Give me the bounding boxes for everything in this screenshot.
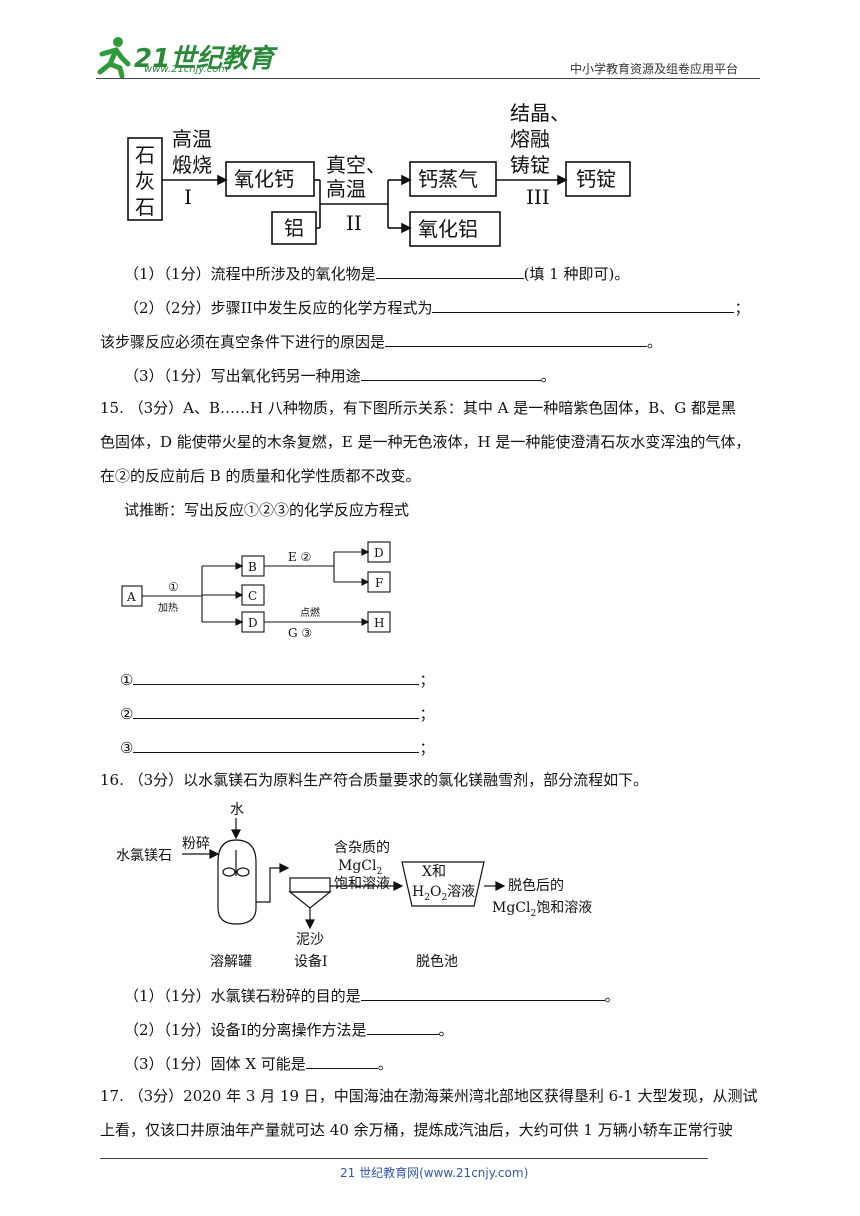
q14-part2: （2）（2分）步骤II中发生反应的化学方程式为；: [124, 296, 749, 318]
output-label-2: MgCl2饱和溶液: [492, 900, 592, 919]
step2-mid-label: 高温: [326, 177, 366, 201]
tank-label: 溶解罐: [210, 954, 252, 970]
q15-blank-2[interactable]: [133, 702, 420, 719]
logo-main-text: 21世纪教育: [134, 44, 275, 74]
q14-part3: （3）（1分）写出氧化钙另一种用途。: [124, 364, 556, 386]
crush-label: 粉碎: [182, 836, 210, 852]
node-b: B: [248, 560, 257, 574]
water-label: 水: [230, 802, 244, 818]
ca-ingot-label: 钙锭: [576, 167, 616, 191]
step2-top-label: 真空、: [326, 153, 386, 177]
q15-answer-1: ①；: [120, 668, 434, 690]
q14-blank-2[interactable]: [432, 296, 735, 313]
q16-part2: （2）（1分）设备I的分离操作方法是。: [124, 1018, 454, 1040]
q17-line1: 17. （3分）2020 年 3 月 19 日，中国海油在渤海莱州湾北部地区获得…: [100, 1087, 758, 1105]
q16-blank-3[interactable]: [305, 1052, 378, 1069]
limestone-char-3: 石: [135, 195, 155, 219]
limestone-char-2: 灰: [135, 169, 155, 193]
process-diagram-q16: 水 水氯镁石 粉碎 含杂质的 MgCl2 饱和溶液 X和 H2O2溶液 脱色后的…: [116, 802, 592, 970]
node-d-left: D: [248, 616, 258, 630]
step3-top-label: 结晶、: [510, 101, 570, 125]
q16-line1: 16. （3分）以水氯镁石为原料生产符合质量要求的氯化镁融雪剂，部分流程如下。: [100, 771, 649, 789]
limestone-box: [127, 137, 163, 221]
logo-runner-icon: [97, 37, 131, 78]
reaction-3-label: G ③: [288, 626, 312, 640]
node-d-right: D: [374, 546, 384, 560]
q15-answer-3: ③；: [120, 736, 434, 758]
q15-line1: 15. （3分）A、B……H 八种物质，有下图所示关系：其中 A 是一种暗紫色固…: [100, 399, 737, 417]
mineral-label: 水氯镁石: [116, 848, 172, 864]
footer-divider: [100, 1158, 708, 1159]
ignite-label: 点燃: [300, 606, 320, 619]
al2o3-label: 氧化铝: [418, 217, 478, 241]
step3-num-label: III: [526, 185, 550, 209]
q16-part1: （1）（1分）水氯镁石粉碎的目的是。: [124, 984, 620, 1006]
q14-part2b: 该步骤反应必须在真空条件下进行的原因是。: [100, 330, 662, 352]
header-right-text: 中小学教育资源及组卷应用平台: [570, 62, 739, 76]
q15-answer-2: ②；: [120, 702, 434, 724]
footer-link[interactable]: 21 世纪教育网(www.21cnjy.com): [340, 1166, 529, 1180]
q16-blank-2[interactable]: [366, 1018, 439, 1035]
node-a: A: [126, 590, 136, 604]
q14-part1: （1）（1分）流程中所涉及的氧化物是(填 1 种即可)。: [124, 262, 629, 284]
q14-blank-3[interactable]: [385, 330, 648, 347]
device-label: 设备I: [294, 953, 328, 970]
logo-url-text: www.21cnjy.com: [144, 64, 229, 75]
al-label: 铝: [284, 216, 304, 240]
q15-line4: 试推断：写出反应①②③的化学反应方程式: [124, 501, 410, 519]
impure-label-1: 含杂质的: [334, 840, 390, 856]
flow-diagram-q14: 石 灰 石 高温 煅烧 I 氧化钙 铝 真空、 高温 II 钙蒸气 氧化铝 结晶…: [127, 101, 631, 247]
pool-label: 脱色池: [416, 953, 458, 970]
impure-label-3: 饱和溶液: [334, 876, 390, 892]
q15-blank-3[interactable]: [133, 736, 420, 753]
q14-blank-1[interactable]: [375, 262, 524, 279]
output-label-1: 脱色后的: [508, 877, 564, 894]
step3-low-label: 铸锭: [510, 153, 550, 177]
h2o2-label: H2O2溶液: [412, 884, 475, 903]
reaction-2-label: E ②: [288, 550, 311, 564]
node-c: C: [248, 589, 257, 603]
step3-mid-label: 熔融: [510, 127, 550, 151]
step1-num-label: I: [184, 185, 192, 209]
limestone-char-1: 石: [135, 143, 155, 167]
step1-top-label: 高温: [172, 127, 212, 151]
q14-blank-4[interactable]: [360, 364, 541, 381]
step2-num-label: II: [346, 211, 362, 235]
q16-part3: （3）（1分）固体 X 可能是。: [124, 1052, 393, 1074]
header-divider: [96, 78, 760, 79]
q17-line2: 上看，仅该口井原油年产量就可达 40 余万桶，提炼成汽油后，大约可供 1 万辆小…: [100, 1121, 733, 1139]
step1-mid-label: 煅烧: [172, 153, 212, 177]
reaction-diagram-q15: A B C D D F H ① 加热 E ② 点燃 G ③: [121, 541, 391, 640]
q15-line3: 在②的反应前后 B 的质量和化学性质都不改变。: [100, 467, 421, 485]
node-f: F: [375, 576, 383, 590]
cao-label: 氧化钙: [234, 167, 294, 191]
q16-blank-1[interactable]: [360, 984, 605, 1001]
ca-vapor-label: 钙蒸气: [418, 167, 478, 191]
heat-label: 加热: [158, 601, 178, 614]
q15-line2: 色固体，D 能使带火星的木条复燃，E 是一种无色液体，H 是一种能使澄清石灰水变…: [100, 433, 751, 451]
node-h: H: [374, 616, 384, 630]
x-and-label: X和: [422, 864, 446, 880]
mud-label: 泥沙: [296, 932, 324, 948]
q15-blank-1[interactable]: [133, 668, 420, 685]
impure-label-2: MgCl2: [338, 858, 382, 877]
reaction-1-label: ①: [168, 580, 179, 594]
